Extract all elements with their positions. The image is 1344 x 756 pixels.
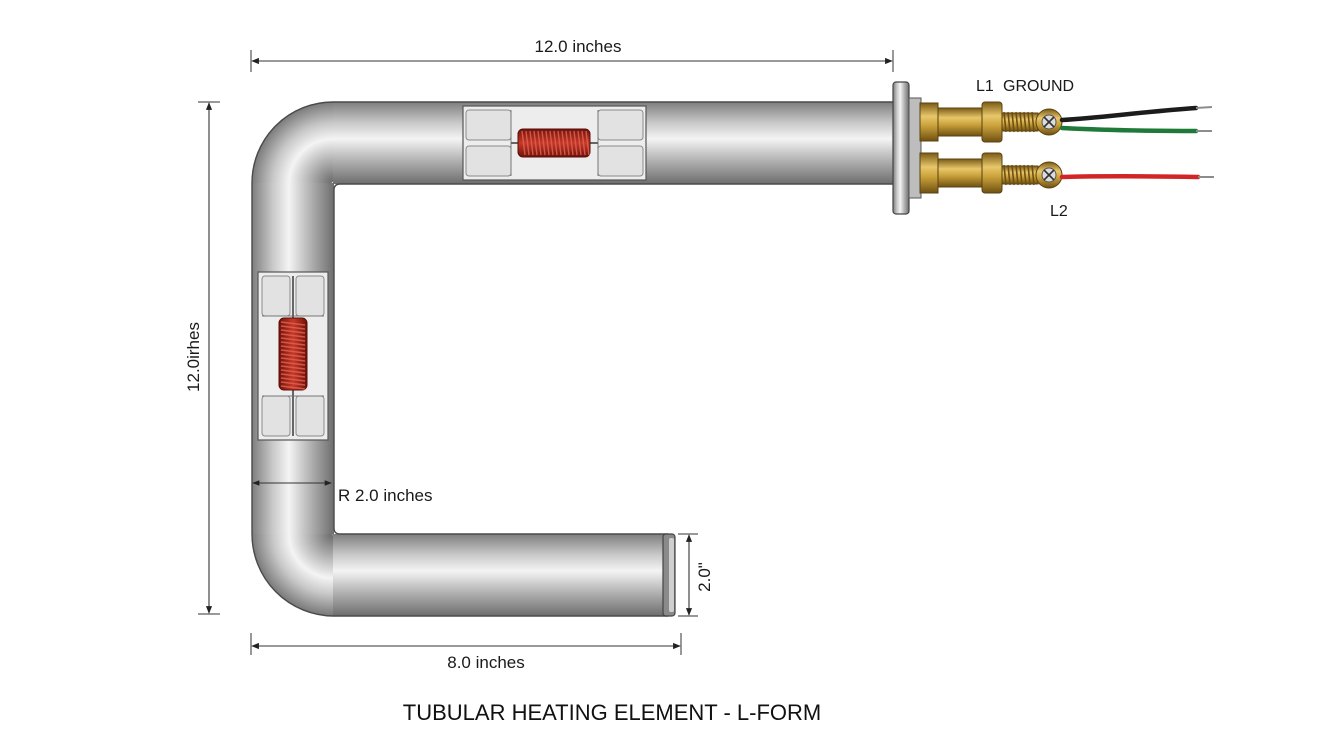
dim-radius-label: R 2.0 inches [338,486,433,505]
wire-black [1059,105,1199,123]
cutaway-top [462,105,647,181]
wire-red [1059,174,1201,180]
wire-green [1059,125,1199,134]
label-l2: L2 [1050,203,1068,220]
label-ground: GROUND [1003,78,1074,95]
dim-top-label: 12.0 inches [535,37,622,56]
dimension-bottom-length: 8.0 inches [250,633,682,672]
label-l1: L1 [976,78,994,95]
terminal-top [919,101,1063,143]
dimension-vertical-length: 12.0irhes [184,101,220,615]
mounting-flange [892,81,922,215]
dimension-top-length: 12.0 inches [250,37,894,72]
diagram-title: TUBULAR HEATING ELEMENT - L-FORM [403,700,821,725]
dim-end-label: 2.0" [695,562,714,592]
dim-bottom-label: 8.0 inches [447,653,525,672]
lead-wires [1059,105,1214,180]
dim-vertical-label: 12.0irhes [184,322,203,392]
dimension-end-height: 2.0" [678,533,714,617]
terminal-bottom [919,152,1063,194]
dimension-bend-radius: R 2.0 inches [252,480,433,505]
cutaway-vertical [257,271,329,441]
